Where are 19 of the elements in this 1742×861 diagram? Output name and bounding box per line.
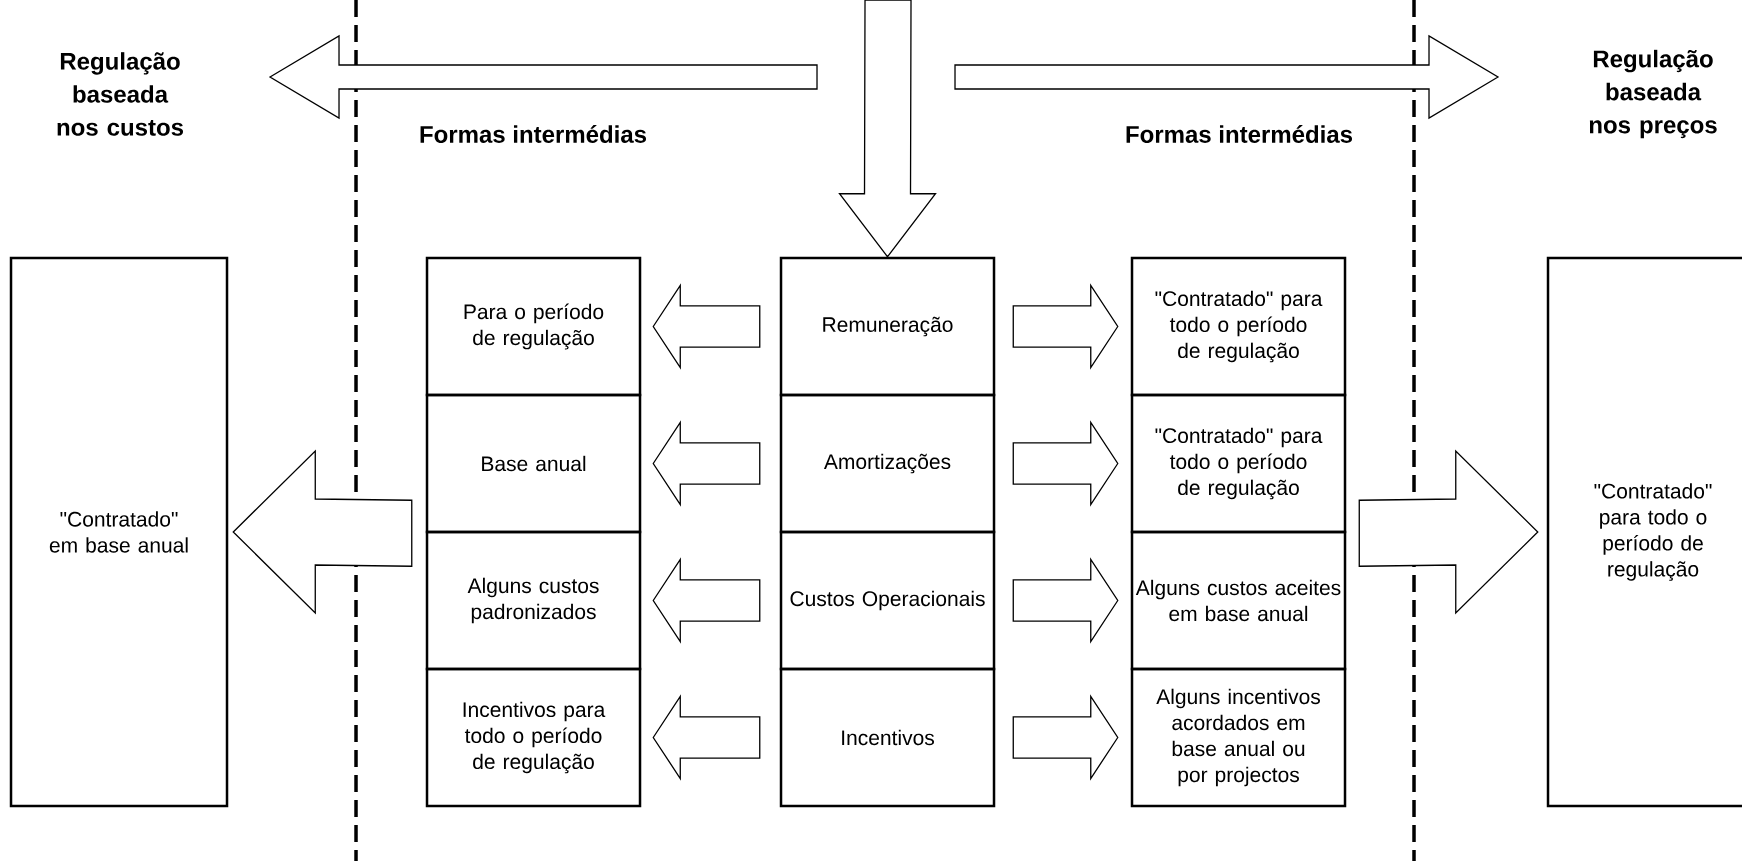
block-arrow (838, 0, 937, 258)
table-cell-box: Remuneração (779, 256, 996, 397)
result-box: "Contratado" para todo o período de regulação (1546, 256, 1742, 808)
table-cell-box: Alguns custos aceites em base anual (1130, 530, 1347, 671)
table-cell-box: Custos Operacionais (779, 530, 996, 671)
table-cell-box: Alguns custos padronizados (425, 530, 642, 671)
table-cell-box: "Contratado" para todo o período de regulação (1130, 256, 1347, 397)
table-cell-box: Base anual (425, 393, 642, 534)
heading-text: Regulação baseada nos preços (1589, 49, 1717, 139)
table-cell-box: "Contratado" para todo o período de regulação (1130, 393, 1347, 534)
heading-text: Formas intermédias (420, 125, 647, 143)
table-cell-box: Incentivos (779, 667, 996, 808)
table-cell-box: Incentivos para todo o período de regulação (425, 667, 642, 808)
heading-text: Regulação baseada nos custos (57, 52, 184, 136)
table-cell-box: Para o período de regulação (425, 256, 642, 397)
result-box: "Contratado" em base anual (9, 256, 229, 808)
table-cell-box: Amortizações (779, 393, 996, 534)
table-cell-box: Alguns incentivos acordados em base anual ou por projectos (1130, 667, 1347, 808)
heading-text: Formas intermédias (1126, 125, 1353, 143)
